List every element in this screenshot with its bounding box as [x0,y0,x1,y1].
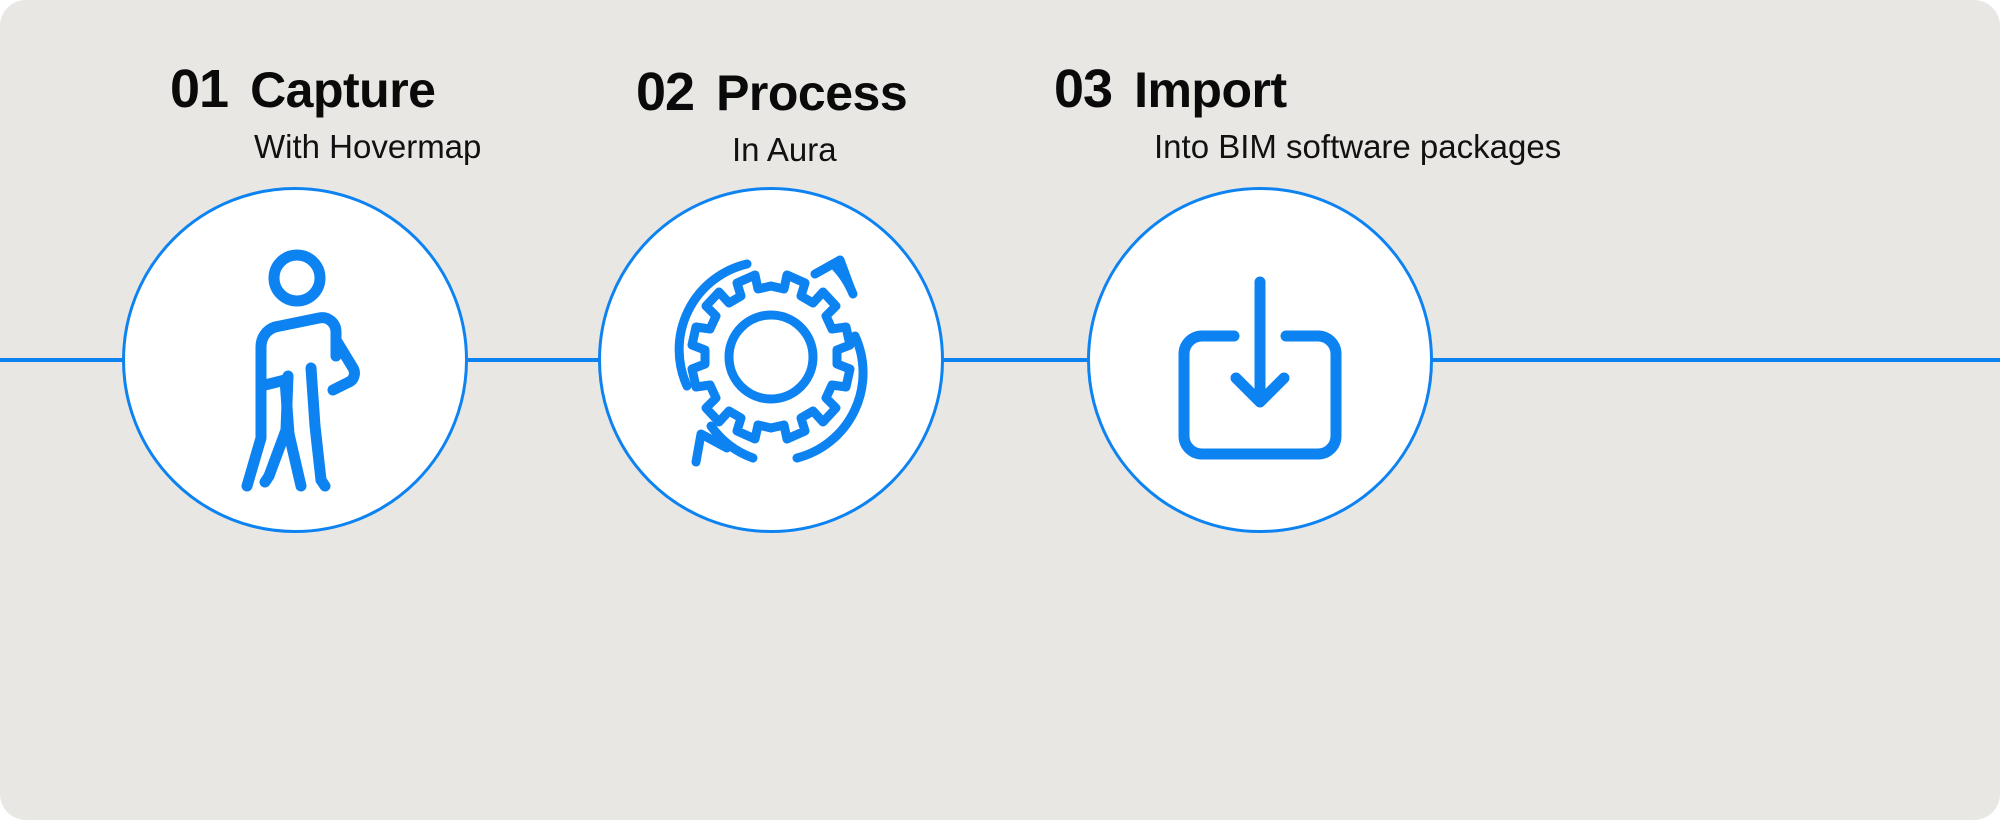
step-01-subtitle: With Hovermap [254,128,482,165]
step-02-title-row: 02 Process [636,62,908,122]
gear-refresh-icon [674,255,868,467]
walking-person-icon [241,249,360,492]
step-02-header: 02 Process In Aura [636,62,908,169]
step-03-header: 03 Import Into BIM software packages [1054,62,1561,166]
step-01-title: Capture [250,62,436,118]
step-01: 01 Capture With Hovermap [120,0,481,820]
process-rail [0,358,2000,362]
download-tray-icon [1178,276,1342,460]
step-03-number: 03 [1054,59,1113,119]
step-02: 02 Process In Aura [598,0,948,820]
step-02-title: Process [716,65,908,121]
step-03-title-row: 03 Import [1054,62,1561,116]
step-03: 03 Import Into BIM software packages [1054,0,1561,820]
step-02-subtitle: In Aura [732,131,837,168]
step-01-title-row: 01 Capture [170,62,481,116]
step-01-number: 01 [170,59,229,119]
step-02-medallion[interactable] [598,187,944,533]
step-03-subtitle: Into BIM software packages [1154,128,1562,165]
step-03-title: Import [1134,62,1287,118]
step-01-header: 01 Capture With Hovermap [170,62,481,166]
step-02-number: 02 [636,62,695,122]
step-03-medallion[interactable] [1087,187,1433,533]
step-01-medallion[interactable] [122,187,468,533]
